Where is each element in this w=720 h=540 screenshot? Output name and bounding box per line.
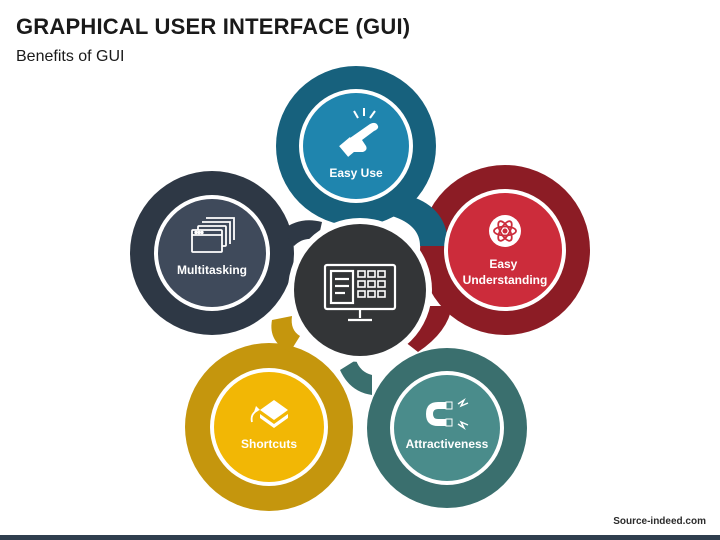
- connector-easy-understanding: [400, 306, 452, 352]
- page-title: GRAPHICAL USER INTERFACE (GUI): [16, 14, 411, 39]
- center-node: [294, 224, 426, 356]
- node-label-easy-understanding: Easy Understanding: [463, 257, 548, 287]
- windows-icon: [191, 217, 235, 253]
- node-attractiveness: [394, 375, 500, 481]
- computer-monitor-icon: [323, 263, 397, 322]
- node-label-shortcuts: Shortcuts: [241, 437, 297, 451]
- page-subtitle: Benefits of GUI: [16, 48, 125, 65]
- connector-shortcuts: [271, 316, 300, 352]
- node-label-multitasking: Multitasking: [177, 263, 247, 277]
- pointing-hand-icon: [339, 108, 379, 157]
- layers-icon: [250, 400, 288, 428]
- node-label-attractiveness: Attractiveness: [406, 437, 489, 451]
- atom-icon: [489, 215, 521, 247]
- connector-easy-use: [392, 196, 448, 246]
- connector-attractiveness: [340, 360, 372, 395]
- bottom-bar: [0, 535, 720, 540]
- connector-multitasking: [282, 220, 322, 246]
- node-multitasking: [158, 199, 266, 307]
- node-label-easy-use: Easy Use: [329, 166, 383, 180]
- node-shortcuts: [214, 372, 324, 482]
- source-credit: Source-indeed.com: [613, 516, 706, 527]
- magnet-icon: [426, 397, 469, 431]
- node-easy-understanding: [448, 193, 562, 307]
